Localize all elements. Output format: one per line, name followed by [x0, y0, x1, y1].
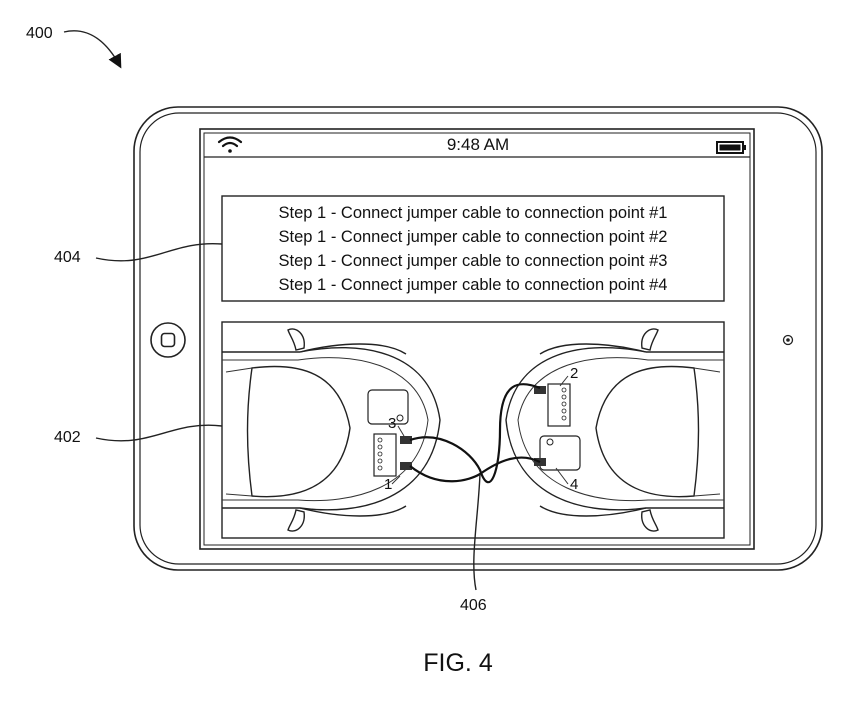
connection-point-label-3: 3	[388, 415, 396, 432]
right-car	[505, 328, 724, 532]
ref-label-cable: 406	[460, 597, 487, 614]
ref-arrow-device	[63, 30, 122, 69]
figure-caption: FIG. 4	[423, 649, 493, 677]
ref-label-display: 402	[54, 429, 81, 446]
connection-point-leader-4	[555, 467, 569, 485]
ref-label-instructions: 404	[54, 249, 81, 266]
ref-leader-cable	[473, 473, 481, 591]
connection-point-label-1: 1	[384, 476, 392, 493]
car-illustration-frame	[221, 321, 725, 539]
ref-leader-display	[95, 424, 223, 442]
instruction-step-4: Step 1 - Connect jumper cable to connect…	[279, 276, 668, 294]
tablet-bezel	[139, 112, 817, 565]
connection-point-leader-1	[391, 475, 401, 485]
screen-inner-border	[203, 132, 751, 546]
connection-point-label-2: 2	[570, 365, 578, 382]
camera-icon	[782, 334, 794, 346]
connection-point-label-4: 4	[570, 476, 578, 493]
ref-label-device: 400	[26, 25, 53, 42]
status-time: 9:48 AM	[447, 135, 509, 154]
connection-point-leader-3	[397, 425, 405, 437]
jumper-cable-positive	[409, 382, 541, 484]
wifi-icon	[217, 136, 243, 153]
instruction-box	[221, 195, 725, 302]
battery-icon	[716, 141, 746, 154]
ref-leader-instructions	[95, 242, 223, 262]
connection-point-leader-2	[559, 375, 569, 387]
instruction-step-2: Step 1 - Connect jumper cable to connect…	[279, 228, 668, 246]
home-button-icon[interactable]	[150, 322, 186, 358]
instruction-step-3: Step 1 - Connect jumper cable to connect…	[279, 252, 668, 270]
left-car	[222, 328, 441, 532]
instruction-step-1: Step 1 - Connect jumper cable to connect…	[279, 204, 668, 222]
